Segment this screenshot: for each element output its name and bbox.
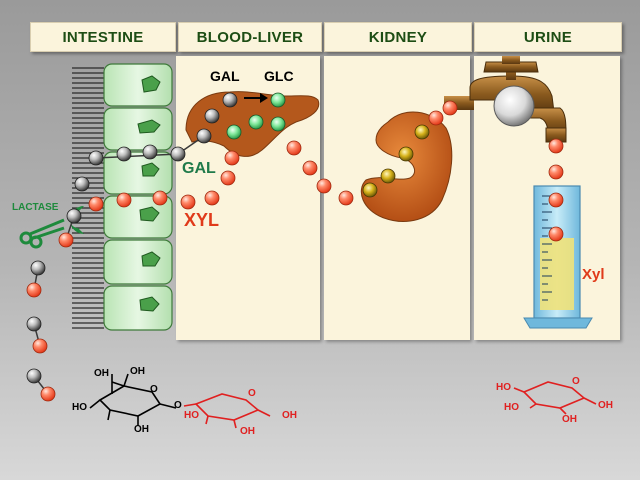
lactose-xyl-oh-2: OH <box>282 410 297 421</box>
lactose-oh-1: OH <box>94 368 109 379</box>
scissors-icon <box>19 218 65 249</box>
header-blood-liver: BLOOD-LIVER <box>178 22 322 52</box>
lactose-ring-o: O <box>150 384 158 395</box>
xylose-ho-1: HO <box>496 382 511 393</box>
xylose-spheres <box>26 100 564 402</box>
cell-nuclei <box>137 75 161 312</box>
xylose-oh-2: OH <box>598 400 613 411</box>
lactose-oh-4: OH <box>134 424 149 435</box>
xylose-structure <box>513 381 597 415</box>
graduated-cylinder <box>523 185 593 329</box>
cell-2 <box>103 107 173 151</box>
lactose-xyl-ring-o: O <box>248 388 256 399</box>
xylose-ring-o: O <box>572 376 580 387</box>
gal-label-top: GAL <box>210 68 240 84</box>
faucet <box>444 56 567 143</box>
cell-1 <box>103 63 173 107</box>
lactose-xylose-ring <box>183 393 271 429</box>
kidney <box>361 111 453 222</box>
lactase-label: LACTASE <box>12 202 59 213</box>
lactose-ho-3: HO <box>72 402 87 413</box>
cell-3 <box>103 151 173 195</box>
header-intestine: INTESTINE <box>30 22 176 52</box>
kidney-spheres <box>362 124 430 198</box>
cell-5 <box>103 239 173 285</box>
lactose-xyl-ho: HO <box>184 410 199 421</box>
lactose-xyl-oh-1: OH <box>240 426 255 437</box>
cell-6 <box>103 285 173 331</box>
conversion-arrowhead <box>260 93 268 103</box>
galactose-spheres <box>26 92 238 384</box>
header-urine: URINE <box>474 22 622 52</box>
xylose-ho-2: HO <box>504 402 519 413</box>
xyl-urine-label: Xyl <box>582 266 605 283</box>
xylose-oh-1: OH <box>562 414 577 425</box>
glucose-spheres <box>226 92 286 140</box>
lactose-oh-2: OH <box>130 366 145 377</box>
lactose-galactose-ring <box>89 373 177 426</box>
header-kidney: KIDNEY <box>324 22 472 52</box>
lactose-link-o: O <box>174 400 182 411</box>
xyl-label: XYL <box>184 210 220 230</box>
intestinal-cells <box>103 63 173 331</box>
gal-label-green: GAL <box>182 160 216 177</box>
glc-label: GLC <box>264 68 294 84</box>
